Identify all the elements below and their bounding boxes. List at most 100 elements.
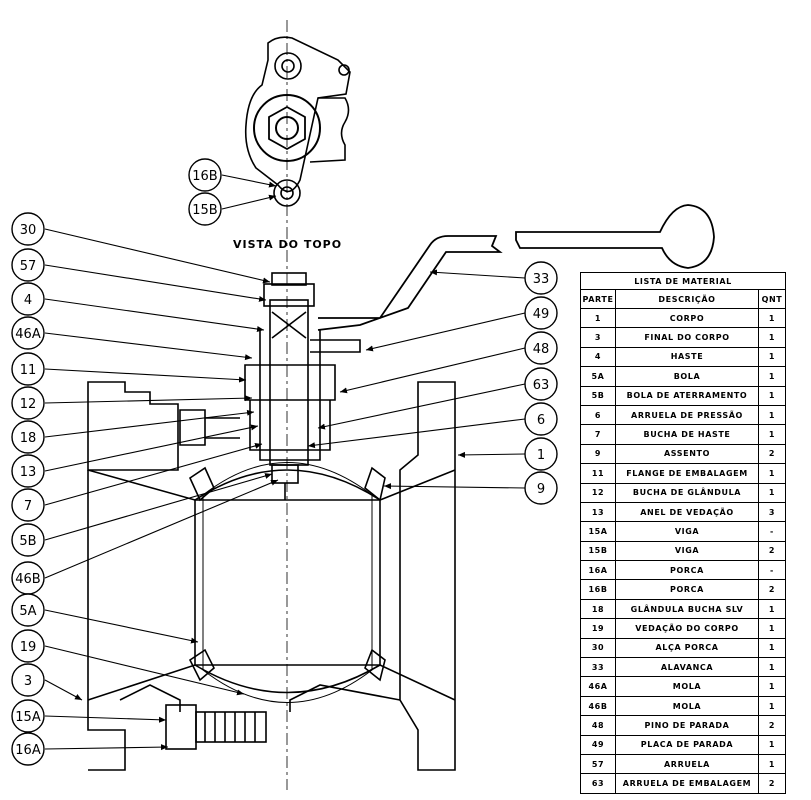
bom-cell-part: 30 [580,637,616,659]
bom-cell-desc: ALAVANCA [615,657,759,678]
bom-cell-desc: PINO DE PARADA [615,715,759,736]
bom-cell-part: 4 [580,346,616,368]
bom-cell-part: 15B [580,540,616,562]
bom-cell-qty: 1 [758,734,786,755]
bom-cell-part: 46B [580,695,616,717]
bom-cell-part: 16A [580,560,616,581]
bom-cell-part: 48 [580,715,616,736]
svg-text:5B: 5B [19,534,36,549]
valve-body [87,272,456,771]
bom-header-part: PARTE [580,289,616,309]
bom-cell-qty: 1 [758,366,786,387]
bom-cell-part: 19 [580,618,616,639]
svg-text:63: 63 [533,378,550,393]
bom-header-desc: DESCRIÇÃO [615,289,759,309]
bom-cell-qty: 1 [758,327,786,348]
bom-cell-part: 7 [580,424,616,445]
bom-cell-qty: 1 [758,657,786,678]
bom-cell-part: 49 [580,734,616,755]
svg-text:5A: 5A [19,604,36,619]
bom-header-qty: QNT [758,289,786,309]
bom-title: LISTA DE MATERIAL [580,272,786,290]
bom-cell-desc: ASSENTO [615,443,759,465]
bom-cell-desc: BUCHA DE HASTE [615,424,759,445]
callout-12: 12 [11,386,45,420]
bom-cell-desc: FLANGE DE EMBALAGEM [615,463,759,484]
callout-7: 7 [11,488,45,522]
svg-text:48: 48 [533,342,550,357]
lever [317,204,715,331]
bom-cell-part: 57 [580,753,616,775]
bom-cell-desc: BUCHA DE GLÂNDULA [615,482,759,503]
bom-cell-part: 6 [580,404,616,426]
bom-cell-qty: 1 [758,753,786,775]
svg-text:11: 11 [20,363,37,378]
callout-46a: 46A [11,316,45,350]
callout-4: 4 [11,282,45,316]
bom-cell-part: 16B [580,579,616,600]
callout-5a: 5A [11,593,45,627]
bom-cell-qty: 1 [758,404,786,426]
callout-19: 19 [11,629,45,663]
callout-18: 18 [11,420,45,454]
bom-cell-qty: 1 [758,598,786,620]
svg-text:49: 49 [533,307,550,322]
svg-text:4: 4 [24,293,32,308]
bom-cell-part: 63 [580,773,616,794]
bom-cell-qty: 2 [758,579,786,600]
callout-16b: 16B [188,158,222,192]
bom-cell-qty: 1 [758,463,786,484]
bom-cell-qty: 1 [758,637,786,659]
bom-cell-desc: MOLA [615,676,759,697]
bom-cell-qty: - [758,521,786,542]
callout-46b: 46B [11,561,45,595]
bom-cell-part: 11 [580,463,616,484]
svg-text:18: 18 [20,431,37,446]
bom-cell-qty: 2 [758,540,786,562]
bom-cell-part: 12 [580,482,616,503]
callout-16a: 16A [11,732,45,766]
bom-cell-qty: 1 [758,618,786,639]
bom-cell-qty: 2 [758,715,786,736]
svg-text:57: 57 [20,259,37,274]
bom-cell-desc: PLACA DE PARADA [615,734,759,755]
svg-text:3: 3 [24,674,32,689]
bom-cell-qty: 1 [758,307,786,329]
bom-cell-desc: ARRUELA [615,753,759,775]
bom-cell-qty: 2 [758,773,786,794]
bom-cell-part: 5A [580,366,616,387]
bom-cell-desc: ALÇA PORCA [615,637,759,659]
bom-cell-part: 3 [580,327,616,348]
bom-cell-desc: ANEL DE VEDAÇÃO [615,501,759,523]
bom-cell-qty: 1 [758,482,786,503]
svg-text:9: 9 [537,482,545,497]
callout-1: 1 [524,437,558,471]
callout-57: 57 [11,248,45,282]
bom-cell-qty: 1 [758,676,786,697]
svg-text:16B: 16B [192,169,217,184]
svg-text:19: 19 [20,640,37,655]
callout-6: 6 [524,402,558,436]
bom-cell-qty: 1 [758,385,786,406]
callout-3: 3 [11,663,45,697]
bom-cell-desc: GLÂNDULA BUCHA SLV [615,598,759,620]
bom-cell-desc: PORCA [615,560,759,581]
